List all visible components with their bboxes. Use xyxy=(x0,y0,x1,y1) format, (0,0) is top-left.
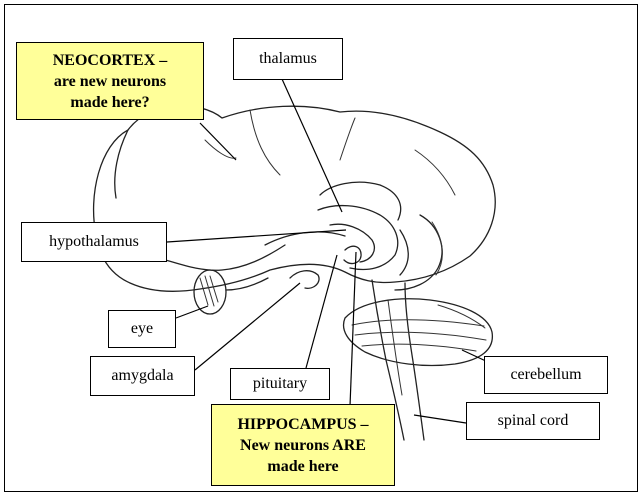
hippocampus-line-1: HIPPOCAMPUS – xyxy=(237,414,368,435)
hippocampus-callout: HIPPOCAMPUS – New neurons ARE made here xyxy=(211,404,395,486)
eye-label: eye xyxy=(108,310,176,348)
neocortex-line-2: are new neurons xyxy=(54,71,166,92)
neocortex-line-1: NEOCORTEX – xyxy=(53,50,168,71)
cerebellum-label: cerebellum xyxy=(484,356,608,394)
hippocampus-line-2: New neurons ARE xyxy=(240,435,366,456)
hypothalamus-label: hypothalamus xyxy=(21,222,167,262)
neocortex-callout: NEOCORTEX – are new neurons made here? xyxy=(16,42,204,120)
pituitary-leader xyxy=(306,255,337,368)
hippocampus-line-3: made here xyxy=(267,456,338,477)
pituitary-label: pituitary xyxy=(230,368,330,400)
cerebrum-outline xyxy=(94,106,496,292)
amygdala-label: amygdala xyxy=(90,356,195,396)
neocortex-line-3: made here? xyxy=(70,92,149,113)
thalamus-label: thalamus xyxy=(233,38,343,80)
hypothalamus-leader xyxy=(167,230,346,242)
neocortex-leader xyxy=(200,123,236,160)
spinal-cord-label: spinal cord xyxy=(466,402,600,440)
thalamus-leader xyxy=(282,79,342,212)
